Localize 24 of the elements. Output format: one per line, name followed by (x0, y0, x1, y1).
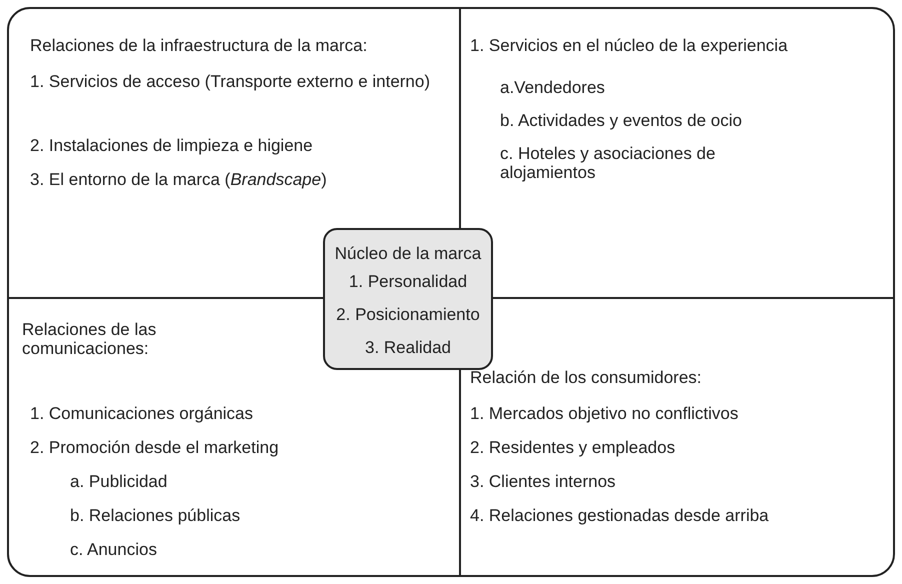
list-item: 1. Comunicaciones orgánicas (30, 404, 254, 423)
list-item: c. Hoteles y asociaciones de alojamientos (500, 144, 716, 182)
box-title: Núcleo de la marca (334, 244, 482, 263)
list-item: 2. Residentes y empleados (470, 438, 676, 457)
center-box (323, 228, 493, 370)
list-item: b. Actividades y eventos de ocio (500, 111, 743, 130)
list-item: 1. Personalidad (348, 272, 468, 291)
list-item: 3. El entorno de la marca (Brandscape) (30, 170, 328, 189)
list-item: 2. Posicionamiento (335, 305, 481, 324)
list-item: a. Publicidad (70, 472, 168, 491)
list-item: 1. Servicios de acceso (Transporte externo e interno) (30, 72, 432, 91)
list-item: 3. Realidad (364, 338, 452, 357)
list-item: 4. Relaciones gestionadas desde arriba (470, 506, 770, 525)
list-item: c. Anuncios (70, 540, 158, 559)
section-heading: 1. Servicios en el núcleo de la experiencia (470, 36, 789, 55)
list-item: 1. Mercados objetivo no conflictivos (470, 404, 740, 423)
list-item: 2. Instalaciones de limpieza e higiene (30, 136, 314, 155)
section-heading: Relaciones de la infraestructura de la marca: (30, 36, 368, 55)
list-item: 3. Clientes internos (470, 472, 617, 491)
section-heading: Relación de los consumidores: (470, 368, 703, 387)
list-item: 2. Promoción desde el marketing (30, 438, 280, 457)
list-item: b. Relaciones públicas (70, 506, 242, 525)
list-item: a.Vendedores (500, 78, 606, 97)
section-heading: Relaciones de las comunicaciones: (22, 320, 158, 358)
